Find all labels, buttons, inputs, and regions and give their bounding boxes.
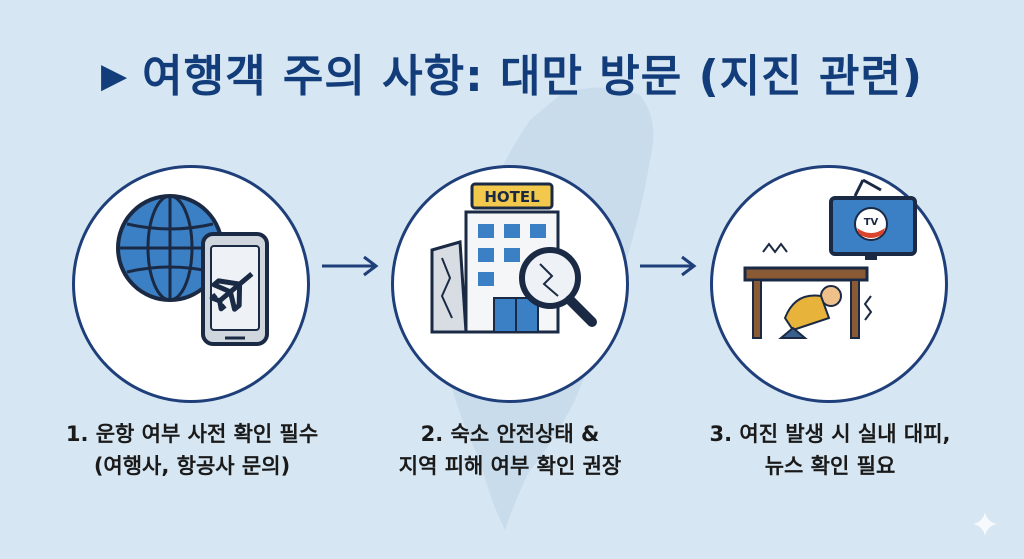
- step-1-caption: 1. 운항 여부 사전 확인 필수 (여행사, 항공사 문의): [32, 418, 352, 482]
- hotel-sign-text: HOTEL: [484, 188, 540, 206]
- globe-icon: [116, 194, 224, 302]
- airplane-icon: [209, 271, 254, 312]
- page-title: ▶ 여행객 주의 사항: 대만 방문 (지진 관련): [0, 40, 1024, 104]
- arrow-right-icon: [640, 255, 697, 277]
- sparkle-icon: [973, 512, 997, 536]
- step-3-line-2: 뉴스 확인 필요: [764, 454, 896, 478]
- play-marker-icon: ▶: [100, 56, 129, 96]
- magnifier-icon: [519, 247, 597, 327]
- step-2-line-1: 2. 숙소 안전상태 &: [420, 422, 600, 446]
- page-title-text: 여행객 주의 사항: 대만 방문 (지진 관련): [142, 51, 924, 102]
- table-icon: [743, 242, 873, 339]
- step-1-line-1: 1. 운항 여부 사전 확인 필수: [65, 422, 319, 446]
- damaged-building-icon: [430, 240, 468, 334]
- step-3-caption: 3. 여진 발생 시 실내 대피, 뉴스 확인 필요: [670, 418, 990, 482]
- tv-icon: TV: [829, 178, 917, 260]
- arrow-right-icon: [322, 255, 379, 277]
- step-2-circle: HOTEL: [391, 165, 629, 403]
- crouching-person-icon: [778, 285, 842, 339]
- step-3-circle: TV: [710, 165, 948, 403]
- step-3-line-1: 3. 여진 발생 시 실내 대피,: [709, 422, 951, 446]
- step-2-line-2: 지역 피해 여부 확인 권장: [398, 454, 622, 478]
- step-1-line-2: (여행사, 항공사 문의): [93, 454, 291, 478]
- step-2-caption: 2. 숙소 안전상태 & 지역 피해 여부 확인 권장: [350, 418, 670, 482]
- step-1-circle: [72, 165, 310, 403]
- tv-label: TV: [864, 217, 879, 228]
